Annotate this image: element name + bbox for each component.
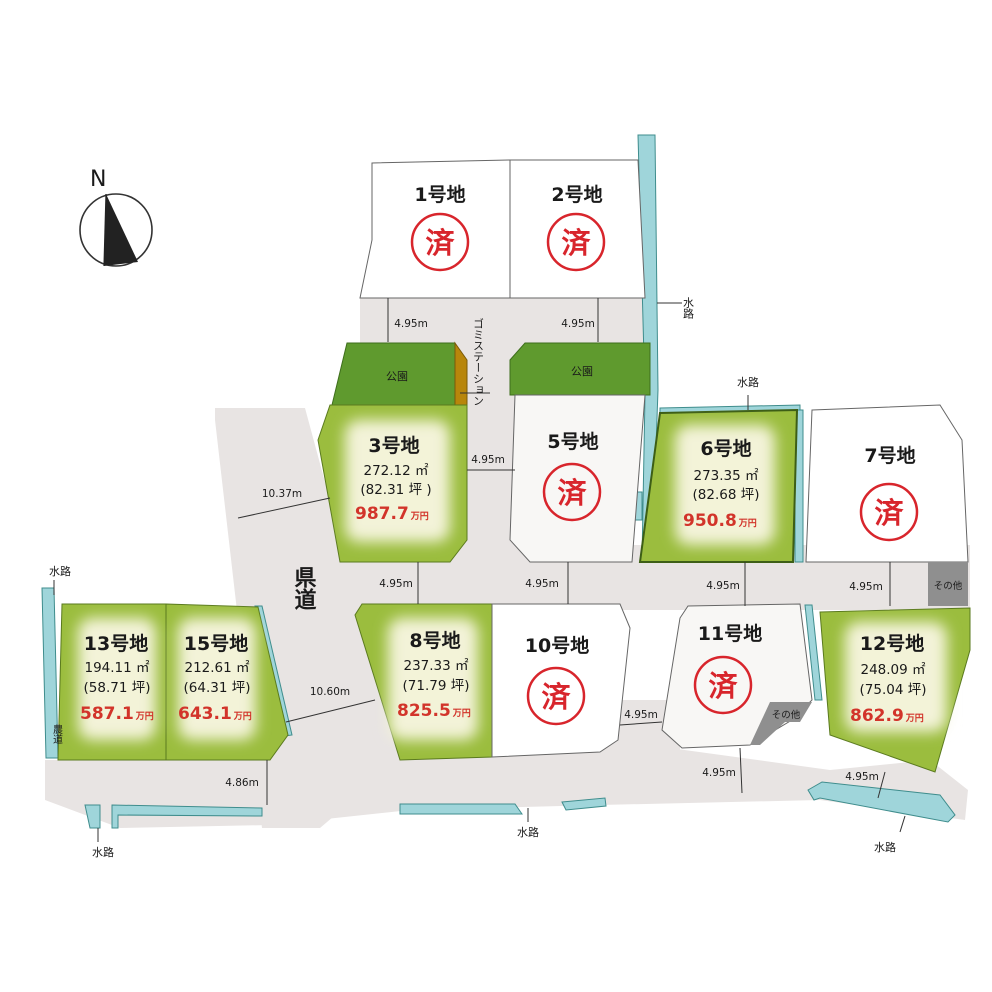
svg-text:済: 済 — [561, 226, 591, 260]
waterway-label-east: 水路 — [682, 297, 695, 320]
lot-5-name: 5号地 — [547, 430, 598, 453]
lot-5-shape[interactable] — [509, 394, 646, 563]
lot-15-name: 15号地 — [184, 632, 248, 655]
lot-3-area-tsubo: (82.31 坪 ) — [360, 482, 431, 498]
dim-road-10-11: 4.95m — [624, 709, 658, 721]
dim-road-3-8: 4.95m — [379, 578, 413, 590]
waterway-bottom-left2 — [111, 804, 263, 829]
other-area-7 — [928, 562, 968, 606]
lot-6-area-m2: 273.35 ㎡ — [693, 468, 759, 484]
lot-11-name: 11号地 — [698, 622, 762, 645]
lot-15-area-m2: 212.61 ㎡ — [184, 660, 250, 676]
dim-road-top-left: 4.95m — [394, 318, 428, 330]
svg-text:済: 済 — [557, 476, 587, 510]
lot-8-area-tsubo: (71.79 坪) — [403, 678, 470, 694]
lot-11-sold-stamp: 済 — [693, 655, 753, 715]
waterway-bottom-mid2 — [561, 797, 607, 811]
lot-1-sold-stamp: 済 — [410, 212, 470, 272]
lot-5-sold-stamp: 済 — [542, 462, 602, 522]
svg-text:済: 済 — [425, 226, 455, 260]
dim-road-bottom-left: 4.86m — [225, 777, 259, 789]
road-10-11 — [610, 700, 680, 760]
lot-1-name: 1号地 — [414, 183, 465, 206]
dim-road-3-5: 4.95m — [471, 454, 505, 466]
svg-text:済: 済 — [541, 680, 571, 714]
lot-10-sold-stamp: 済 — [526, 666, 586, 726]
lot-3-area-m2: 272.12 ㎡ — [363, 463, 429, 479]
lot-1-shape[interactable] — [359, 159, 511, 299]
compass-needle-icon — [104, 194, 138, 266]
road-bottom — [45, 730, 968, 828]
lot-13-area-m2: 194.11 ㎡ — [84, 660, 150, 676]
waterway-label-bottom-left: 水路 — [92, 846, 114, 859]
lot-2-name: 2号地 — [551, 183, 602, 206]
north-label: N — [90, 167, 106, 192]
prefectural-road-label: 県道 — [291, 566, 317, 610]
waterway-label-west: 水路 — [49, 565, 71, 578]
lot-8-name: 8号地 — [409, 629, 460, 652]
dimension-lines — [53, 298, 906, 842]
garbage-station-label: ゴミステーション — [472, 317, 485, 406]
dim-road-main-lower: 10.60m — [310, 686, 350, 698]
lot-12-area-m2: 248.09 ㎡ — [860, 662, 926, 678]
dim-road-main-left: 10.37m — [262, 488, 302, 500]
lot-6-name: 6号地 — [700, 437, 751, 460]
waterway-bottom-right — [807, 781, 956, 823]
lot-6-area-tsubo: (82.68 坪) — [693, 487, 760, 503]
dim-road-7-12: 4.95m — [849, 581, 883, 593]
other-label-11: その他 — [772, 709, 801, 721]
other-label-7: その他 — [934, 580, 963, 592]
lot-12-area-tsubo: (75.04 坪) — [860, 682, 927, 698]
farm-road-label: 農道 — [51, 723, 63, 744]
park-3-label: 公園 — [386, 370, 408, 383]
lot-7-sold-stamp: 済 — [859, 482, 919, 542]
waterway-label-bottom-right: 水路 — [874, 841, 896, 854]
lot-13-area-tsubo: (58.71 坪) — [84, 680, 151, 696]
waterway-12-left — [804, 604, 823, 701]
lot-13-name: 13号地 — [84, 632, 148, 655]
lot-7-name: 7号地 — [864, 444, 915, 467]
north-arrow: N — [79, 167, 153, 267]
road-3-5 — [460, 395, 515, 560]
svg-text:済: 済 — [708, 669, 738, 703]
lot-2-shape[interactable] — [509, 159, 646, 299]
waterway-label-bottom-mid: 水路 — [517, 826, 539, 839]
dim-road-top-right: 4.95m — [561, 318, 595, 330]
dim-road-bottom-mid: 4.95m — [702, 767, 736, 779]
lot-3-name: 3号地 — [368, 434, 419, 457]
lot-12-name: 12号地 — [860, 632, 924, 655]
lot-8-area-m2: 237.33 ㎡ — [403, 658, 469, 674]
svg-text:済: 済 — [874, 496, 904, 530]
lot-10-name: 10号地 — [525, 634, 589, 657]
dim-road-6-11: 4.95m — [706, 580, 740, 592]
lot-10-shape[interactable] — [491, 603, 631, 758]
lot-glows — [78, 420, 947, 740]
park-5-label: 公園 — [571, 365, 593, 378]
dim-road-bottom-right: 4.95m — [845, 771, 879, 783]
other-area-11 — [750, 702, 812, 745]
lot-2-sold-stamp: 済 — [546, 212, 606, 272]
sold-marks: 済 済 済 済 済 済 — [410, 212, 919, 726]
waterway-bottom-mid — [399, 803, 523, 815]
dim-road-5-10: 4.95m — [525, 578, 559, 590]
waterway-bottom-left — [84, 804, 101, 829]
lot-15-area-tsubo: (64.31 坪) — [184, 680, 251, 696]
waterway-label-6: 水路 — [737, 376, 759, 389]
